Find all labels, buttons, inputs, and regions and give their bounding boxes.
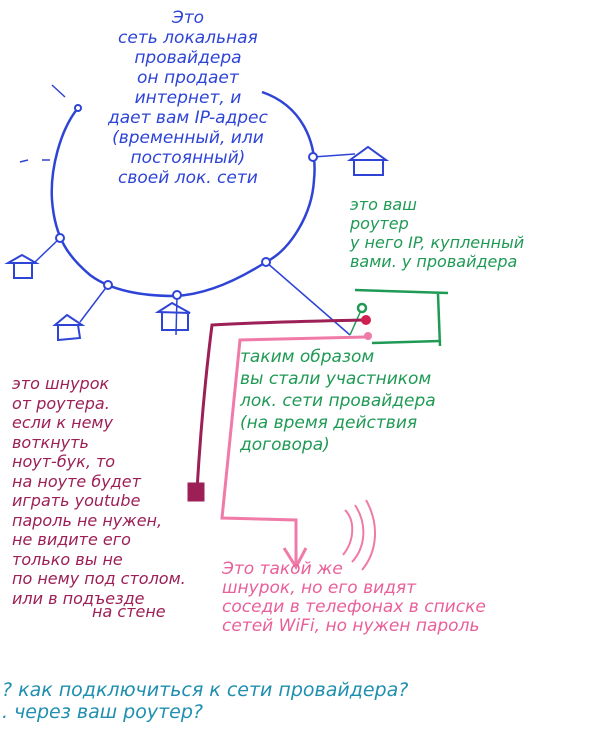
note-line: провайдера	[134, 48, 242, 69]
ethernet-cable	[187, 315, 371, 502]
house-icon	[52, 313, 86, 342]
note-line: вы стали участником	[240, 369, 432, 390]
provider-network-note: Это сеть локальная провайдера он продает…	[108, 8, 268, 188]
note-line: это ваш	[350, 195, 417, 214]
note-line: по нему под столом.	[12, 569, 186, 589]
note-line: договора)	[240, 435, 330, 456]
house-icon	[4, 253, 40, 279]
note-line: это шнурок	[12, 374, 110, 393]
note-line: . через ваш роутер?	[2, 700, 203, 723]
provider-network	[4, 84, 390, 342]
router-note: это ваш роутер у него IP, купленный вами…	[350, 195, 525, 272]
note-line: ноут-бук, то	[12, 452, 116, 472]
note-line: воткнуть	[12, 432, 89, 452]
note-line: вами. у провайдера	[350, 251, 518, 271]
note-line: сеть локальная	[118, 28, 258, 49]
note-line: на ноуте будет	[12, 471, 141, 491]
note-line: на стене	[92, 602, 166, 622]
note-line: не видите его	[12, 530, 131, 550]
note-line: только вы не	[12, 549, 123, 569]
note-line: таким образом	[240, 347, 375, 367]
house-icon	[346, 145, 390, 176]
cable-note: это шнурок от роутера. если к нему воткн…	[12, 374, 186, 622]
wifi-note: Это такой же шнурок, но его видят соседи…	[222, 559, 486, 637]
question-note: ? как подключиться к сети провайдера? . …	[2, 679, 409, 724]
network-node	[308, 152, 318, 162]
note-line: Это такой же	[222, 559, 343, 579]
note-line: дает вам IP-адрес	[108, 108, 268, 129]
note-line: Это	[171, 8, 205, 28]
router-icon	[349, 288, 449, 347]
note-line: у него IP, купленный	[350, 232, 525, 252]
note-line: если к нему	[12, 413, 113, 433]
note-line: своей лок. сети	[118, 168, 258, 189]
note-line: сетей WiFi, но нужен пароль	[222, 616, 480, 637]
membership-note: таким образом вы стали участником лок. с…	[240, 346, 436, 456]
house-icon	[154, 301, 191, 331]
note-line: роутер	[350, 213, 409, 233]
note-line: от роутера.	[12, 393, 110, 413]
note-line: интернет, и	[134, 88, 242, 109]
note-line: пароль не нужен,	[12, 510, 163, 530]
note-line: соседи в телефонах в списке	[222, 597, 486, 618]
network-node	[172, 290, 182, 300]
note-line: он продает	[137, 68, 239, 89]
note-line: ? как подключиться к сети провайдера?	[2, 679, 409, 701]
note-line: играть youtube	[12, 491, 141, 511]
wifi-signal-icon	[342, 499, 377, 571]
note-line: шнурок, но его видят	[222, 578, 417, 599]
network-node	[55, 233, 65, 243]
wifi-link	[220, 332, 377, 571]
note-line: (временный, или	[112, 128, 264, 149]
plug-icon	[187, 482, 205, 502]
note-line: лок. сети провайдера	[240, 391, 436, 412]
network-node	[74, 104, 82, 112]
note-line: (на время действия	[240, 413, 418, 434]
network-node	[261, 257, 271, 267]
network-node	[103, 280, 113, 290]
note-line: постоянный)	[130, 148, 246, 169]
note-line: или в подъезде	[12, 588, 145, 608]
